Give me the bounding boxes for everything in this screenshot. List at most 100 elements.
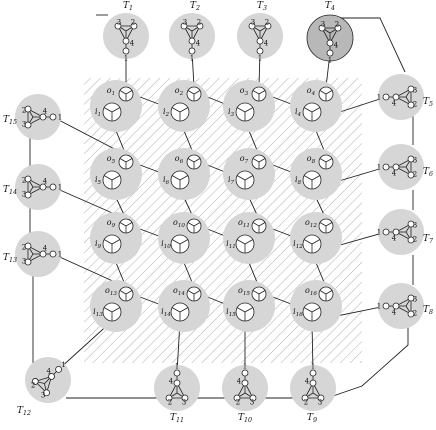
tile-port-3 — [318, 24, 326, 32]
tile-port-4 — [173, 379, 181, 387]
o-disk-spoke — [325, 222, 333, 227]
port-label-2: 2 — [413, 101, 417, 109]
port-label-4: 4 — [130, 40, 135, 48]
o-disk-spoke — [119, 90, 127, 95]
tile-port-3 — [407, 85, 415, 93]
o-label: o1 — [107, 86, 115, 97]
port-label-4: 4 — [392, 100, 397, 108]
tile-port-3 — [248, 22, 256, 30]
o-disk-spoke — [319, 290, 327, 295]
port-label-1: 1 — [328, 57, 332, 65]
tile-port-1 — [122, 47, 130, 55]
tile-port-1 — [188, 47, 196, 55]
o-disk-spoke — [125, 290, 133, 295]
tile-port-2 — [407, 101, 415, 109]
i-disk-spoke — [171, 239, 181, 245]
i-disk-spoke — [236, 239, 246, 245]
tile-label-T5: T5 — [423, 97, 433, 108]
o-disk-spoke — [319, 222, 327, 227]
o-label: o11 — [238, 218, 250, 229]
tile-port-2 — [24, 242, 32, 250]
tile-label-T11: T11 — [170, 413, 184, 424]
i-disk-spoke — [111, 107, 121, 113]
o-disk-spoke — [258, 90, 266, 95]
tile-label-T3: T3 — [257, 1, 267, 12]
i-disk-spoke — [171, 107, 181, 113]
port-label-1: 1 — [243, 363, 247, 371]
o-disk-spoke — [325, 290, 333, 295]
i-label: i9 — [95, 239, 102, 250]
port-label-1: 1 — [58, 251, 62, 259]
o-label: o13 — [105, 286, 117, 297]
i-disk-spoke — [236, 175, 246, 181]
tile-port-2 — [334, 24, 342, 32]
tile-port-2 — [24, 175, 32, 183]
o-disk-spoke — [258, 290, 266, 295]
o-disk-spoke — [252, 90, 260, 95]
perimeter-T8-T9 — [332, 327, 409, 397]
tile-port-2 — [407, 171, 415, 179]
tile-port-1 — [326, 49, 334, 57]
port-label-2: 2 — [413, 310, 417, 318]
o-disk-spoke — [325, 158, 333, 163]
tile-port-1 — [241, 369, 249, 377]
tile-port-4 — [309, 379, 317, 387]
o-label: o8 — [307, 154, 316, 165]
port-label-1: 1 — [61, 361, 65, 369]
o-disk-spoke — [119, 290, 127, 295]
tile-triangle — [27, 245, 44, 263]
o-label: o9 — [107, 218, 116, 229]
tile-triangle — [117, 25, 135, 42]
i-disk-spoke — [303, 307, 313, 313]
o-disk-spoke — [193, 90, 201, 95]
port-label-1: 1 — [58, 184, 62, 192]
i-label: i10 — [161, 239, 171, 250]
tile-port-3 — [249, 394, 257, 402]
i-disk-spoke — [244, 107, 254, 113]
tile-label-T8: T8 — [423, 305, 433, 316]
i-disk-spoke — [179, 239, 189, 245]
port-label-2: 2 — [413, 171, 417, 179]
i-disk-spoke — [111, 239, 121, 245]
o-disk-spoke — [319, 158, 327, 163]
i-label: i6 — [163, 175, 170, 186]
tile-port-2 — [24, 105, 32, 113]
tile-port-3 — [180, 22, 188, 30]
i-disk-spoke — [311, 239, 321, 245]
tile-port-1 — [309, 369, 317, 377]
i-label: i13 — [93, 307, 103, 318]
i-disk-spoke — [311, 107, 321, 113]
port-label-3: 3 — [22, 191, 26, 199]
port-label-1: 1 — [377, 303, 381, 311]
i-disk-spoke — [236, 307, 246, 313]
o-label: o4 — [307, 86, 316, 97]
i-label: i4 — [295, 107, 302, 118]
o-disk-spoke — [119, 158, 127, 163]
port-label-2: 2 — [131, 19, 135, 27]
i-disk-spoke — [171, 175, 181, 181]
tile-port-4 — [392, 93, 400, 101]
tile-label-T14: T14 — [3, 185, 17, 196]
tile-port-4 — [122, 37, 130, 45]
tile-port-1 — [382, 228, 390, 236]
tile-port-2 — [130, 22, 138, 30]
tile-port-3 — [407, 294, 415, 302]
port-label-2: 2 — [31, 381, 35, 389]
grid-cell-4: o4 i4 — [290, 80, 342, 132]
tile-triangle — [395, 297, 412, 315]
port-label-1: 1 — [377, 229, 381, 237]
tile-port-1 — [382, 93, 390, 101]
tile-port-1 — [49, 250, 57, 258]
i-label: i7 — [228, 175, 235, 186]
